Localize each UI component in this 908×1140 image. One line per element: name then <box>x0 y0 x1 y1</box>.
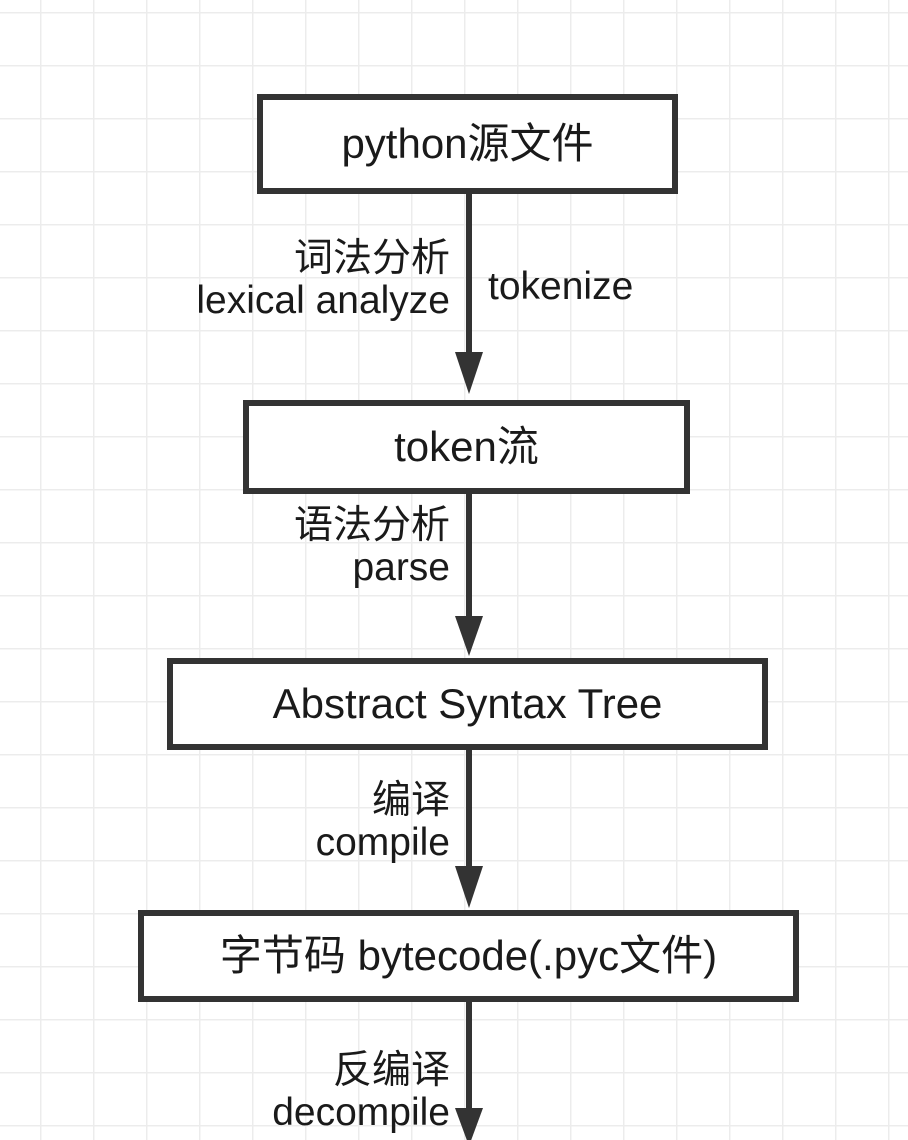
edge-label-compile-cn: 编译 <box>371 779 450 822</box>
edge-label-parse: 语法分析 parse <box>185 504 450 590</box>
edge-label-parse-cn: 语法分析 <box>293 504 450 547</box>
edge-label-lexical-analyze: 词法分析 lexical analyze <box>105 237 450 323</box>
connector-ast-to-bytecode <box>455 750 483 908</box>
node-label-token-stream: token流 <box>394 423 539 470</box>
node-label-abstract-syntax-tree: Abstract Syntax Tree <box>272 680 663 727</box>
edge-label-lexical-analyze-en: lexical analyze <box>196 279 450 323</box>
connector-bytecode-to-decompile <box>455 1002 483 1140</box>
edge-label-lexical-analyze-cn: 词法分析 <box>293 237 450 280</box>
connector-tokens-to-ast <box>455 494 483 656</box>
edge-label-compile: 编译 compile <box>185 779 450 865</box>
edge-label-decompile: 反编译 decompile <box>185 1049 450 1135</box>
edge-label-tokenize: tokenize <box>488 265 748 308</box>
edge-label-tokenize-text: tokenize <box>488 265 634 308</box>
node-token-stream[interactable]: token流 <box>243 400 690 494</box>
node-label-python-source: python源文件 <box>341 120 594 167</box>
node-abstract-syntax-tree[interactable]: Abstract Syntax Tree <box>167 658 768 750</box>
edge-label-compile-en: compile <box>315 821 450 865</box>
connector-source-to-tokens <box>455 194 483 394</box>
edge-label-decompile-en: decompile <box>272 1091 450 1135</box>
edge-label-parse-en: parse <box>352 546 450 590</box>
node-bytecode[interactable]: 字节码 bytecode(.pyc文件) <box>138 910 799 1002</box>
node-python-source[interactable]: python源文件 <box>257 94 678 194</box>
edge-label-decompile-cn: 反编译 <box>332 1049 450 1092</box>
node-label-bytecode: 字节码 bytecode(.pyc文件) <box>219 932 718 979</box>
